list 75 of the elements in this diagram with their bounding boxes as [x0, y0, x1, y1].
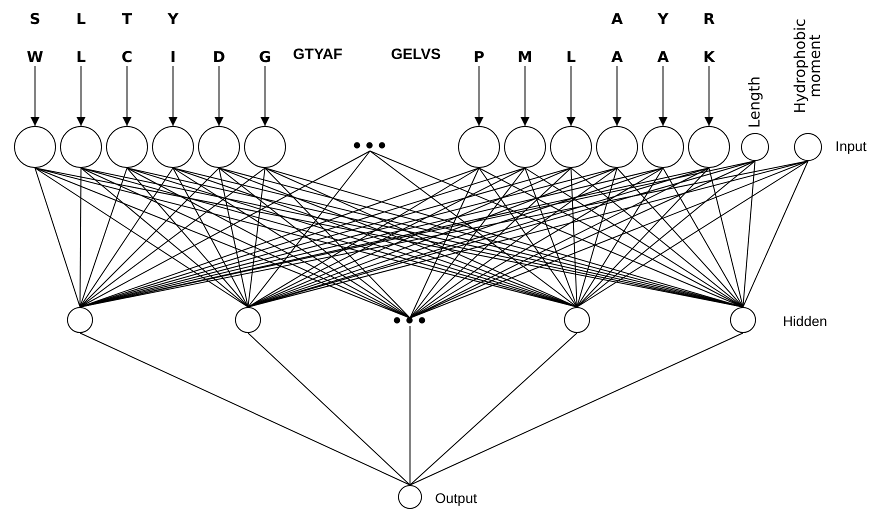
- amino-acid-letter: L: [76, 48, 86, 66]
- connection-line: [410, 332, 578, 486]
- arrow: [566, 66, 576, 126]
- connection-line: [708, 168, 744, 308]
- amino-acid-letter: S: [30, 10, 40, 28]
- arrow: [260, 66, 270, 126]
- connection-line: [80, 150, 370, 308]
- connection-line: [410, 168, 572, 318]
- layer-label: Hidden: [782, 312, 828, 330]
- connection-line: [34, 168, 80, 308]
- connection-line: [80, 168, 82, 308]
- amino-acid-letter: Y: [168, 10, 178, 28]
- amino-acid-letter: P: [474, 48, 484, 66]
- amino-acid-letter: A: [611, 10, 623, 28]
- arrow: [30, 66, 40, 126]
- connection-line: [410, 168, 480, 318]
- arrow: [214, 66, 224, 126]
- layer-label: Output: [434, 489, 478, 507]
- input-feature-label: Hydrophobic moment: [793, 18, 823, 116]
- connection-line: [34, 168, 248, 308]
- amino-acid-letter: A: [611, 48, 623, 66]
- connection-line: [576, 160, 808, 308]
- connection-line: [248, 150, 370, 308]
- connection-line: [576, 168, 664, 308]
- amino-acid-letter: G: [258, 48, 272, 66]
- connection-line: [742, 160, 756, 308]
- connection-line: [80, 332, 410, 486]
- connection-line: [478, 168, 578, 308]
- amino-acid-letter: A: [657, 48, 669, 66]
- arrow: [76, 66, 86, 126]
- arrow: [612, 66, 622, 126]
- amino-acid-letter: W: [26, 48, 44, 66]
- arrow: [704, 66, 714, 126]
- connection-line: [126, 168, 248, 308]
- amino-acid-letter: C: [121, 48, 132, 66]
- amino-acid-letter: I: [170, 48, 176, 66]
- sequence-label: GELVS: [391, 46, 441, 64]
- connection-line: [570, 168, 578, 308]
- connection-line: [248, 168, 266, 308]
- connection-line: [218, 168, 248, 308]
- amino-acid-letter: T: [122, 10, 132, 28]
- ellipsis: •••: [390, 318, 430, 326]
- amino-acid-letter: D: [212, 48, 226, 66]
- layer-label: Input: [835, 137, 867, 155]
- connection-line: [264, 168, 410, 318]
- arrow: [122, 66, 132, 126]
- connection-line: [172, 168, 248, 308]
- sequence-label: GTYAF: [293, 46, 342, 64]
- connection-line: [248, 168, 480, 308]
- amino-acid-letter: M: [518, 48, 532, 66]
- connection-line: [576, 168, 710, 308]
- connection-line: [370, 150, 578, 308]
- connection-line: [576, 168, 618, 308]
- amino-acid-letter: R: [703, 10, 715, 28]
- connection-line: [524, 168, 578, 308]
- connection-line: [218, 168, 410, 318]
- amino-acid-letter: L: [566, 48, 576, 66]
- amino-acid-letter: Y: [658, 10, 668, 28]
- connection-line: [80, 168, 220, 308]
- connection-line: [410, 332, 744, 486]
- ellipsis: •••: [350, 143, 390, 151]
- arrow: [474, 66, 484, 126]
- connection-line: [80, 168, 128, 308]
- connection-line: [662, 168, 744, 308]
- connection-line: [80, 168, 174, 308]
- arrow: [168, 66, 178, 126]
- input-feature-label: Length: [748, 78, 762, 128]
- amino-acid-letter: K: [703, 48, 715, 66]
- connection-line: [248, 332, 410, 486]
- arrow: [658, 66, 668, 126]
- connection-line: [742, 160, 808, 308]
- connection-line: [410, 168, 526, 318]
- amino-acid-letter: L: [76, 10, 86, 28]
- connection-line: [616, 168, 744, 308]
- arrow: [520, 66, 530, 126]
